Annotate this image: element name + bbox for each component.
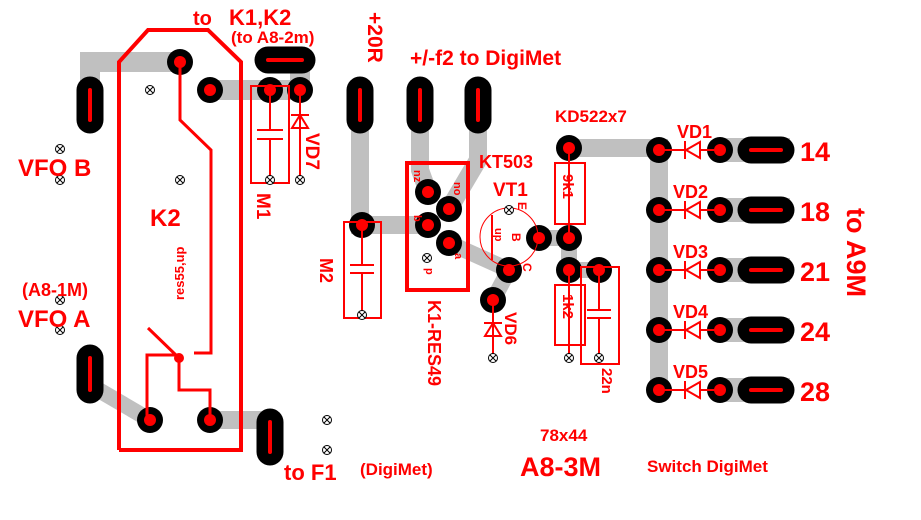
- label-vt1-c: C: [520, 263, 534, 272]
- label-a8-1m: (A8-1M): [22, 280, 88, 300]
- label-to-a9m: to A9M: [841, 208, 871, 297]
- label-vt1-up: up: [492, 228, 504, 242]
- label-vd3: VD3: [673, 242, 708, 262]
- via-icon: [55, 144, 65, 154]
- label-vt1: VT1: [493, 180, 528, 201]
- label-vt1-e: E: [515, 202, 529, 210]
- label-k2-type: res55,up: [172, 246, 187, 300]
- label-vt1-b: B: [509, 233, 523, 242]
- label-band-28: 28: [800, 377, 830, 407]
- label-m2: M2: [316, 258, 336, 283]
- label-to-f1: to F1: [284, 460, 337, 485]
- label-k1-nz: nz: [411, 170, 423, 183]
- band-diodes: [659, 140, 720, 400]
- label-kt503: KT503: [479, 152, 533, 172]
- pad: [137, 407, 163, 433]
- label-k1-res49: K1-RES49: [424, 300, 444, 386]
- label-vd1: VD1: [677, 122, 712, 142]
- via-icon: [564, 353, 574, 363]
- pad: [415, 179, 441, 205]
- via-icon: [145, 85, 155, 95]
- label-k2: K2: [150, 205, 181, 232]
- pad: [496, 257, 522, 283]
- label-vfo-b: VFO B: [18, 155, 91, 182]
- label-switch-digimet: Switch DigiMet: [647, 457, 768, 476]
- label-22n: 22n: [598, 368, 615, 394]
- label-k1-no: no: [451, 182, 463, 196]
- pad: [436, 230, 462, 256]
- label-to-a8-2m: (to A8-2m): [231, 28, 314, 47]
- resistor-1k2: [554, 270, 586, 358]
- label-k1-b: b: [411, 215, 423, 222]
- label-k1-a: a: [452, 253, 464, 260]
- label-f2-digimet: +/-f2 to DigiMet: [410, 47, 561, 70]
- label-band-21: 21: [800, 257, 830, 287]
- diode-vd7: [290, 90, 310, 180]
- capacitor-m2: [343, 221, 382, 319]
- via-icon: [265, 175, 275, 185]
- capacitor-22n: [580, 266, 620, 365]
- pad: [436, 196, 462, 222]
- label-digimet: (DigiMet): [360, 460, 433, 479]
- pad: [415, 212, 441, 238]
- band-diode-vd2: [659, 200, 720, 220]
- band-diode-vd1: [659, 140, 720, 160]
- relay-k1: [405, 161, 470, 292]
- label-board-name: A8-3M: [520, 452, 601, 482]
- vias: [55, 85, 604, 455]
- label-band-18: 18: [800, 197, 830, 227]
- band-diode-vd5: [659, 380, 720, 400]
- label-kd522: KD522x7: [555, 107, 627, 126]
- label-board-size: 78x44: [540, 426, 588, 445]
- diode-vd6: [483, 300, 503, 358]
- label-plus20r: +20R: [363, 12, 386, 63]
- label-vd2: VD2: [673, 182, 708, 202]
- label-band-14: 14: [800, 137, 830, 167]
- via-icon: [488, 353, 498, 363]
- via-icon: [55, 175, 65, 185]
- label-k1-p: p: [423, 268, 435, 275]
- label-k1k2: K1,K2: [229, 5, 291, 30]
- via-icon: [357, 310, 367, 320]
- label-1k2: 1k2: [559, 294, 576, 319]
- via-icon: [504, 205, 514, 215]
- label-vfo-a: VFO A: [18, 306, 90, 333]
- label-m1: M1: [252, 193, 273, 220]
- label-vd6: VD6: [501, 312, 520, 345]
- via-icon: [295, 175, 305, 185]
- via-icon: [322, 415, 332, 425]
- capacitor-m1: [250, 85, 290, 184]
- label-vd4: VD4: [673, 302, 708, 322]
- via-icon: [422, 253, 432, 263]
- via-icon: [175, 175, 185, 185]
- label-vd7: VD7: [301, 133, 322, 170]
- pad: [197, 77, 223, 103]
- label-band-24: 24: [800, 317, 830, 347]
- label-vd5: VD5: [673, 362, 708, 382]
- via-icon: [322, 445, 332, 455]
- label-9k1: 9k1: [559, 174, 576, 199]
- via-icon: [55, 295, 65, 305]
- relay-k2: [117, 28, 243, 452]
- resistor-9k1: [554, 148, 586, 238]
- label-to: to: [193, 8, 212, 30]
- pad: [526, 225, 552, 251]
- band-diode-vd3: [659, 260, 720, 280]
- band-diode-vd4: [659, 320, 720, 340]
- via-icon: [594, 353, 604, 363]
- via-icon: [55, 325, 65, 335]
